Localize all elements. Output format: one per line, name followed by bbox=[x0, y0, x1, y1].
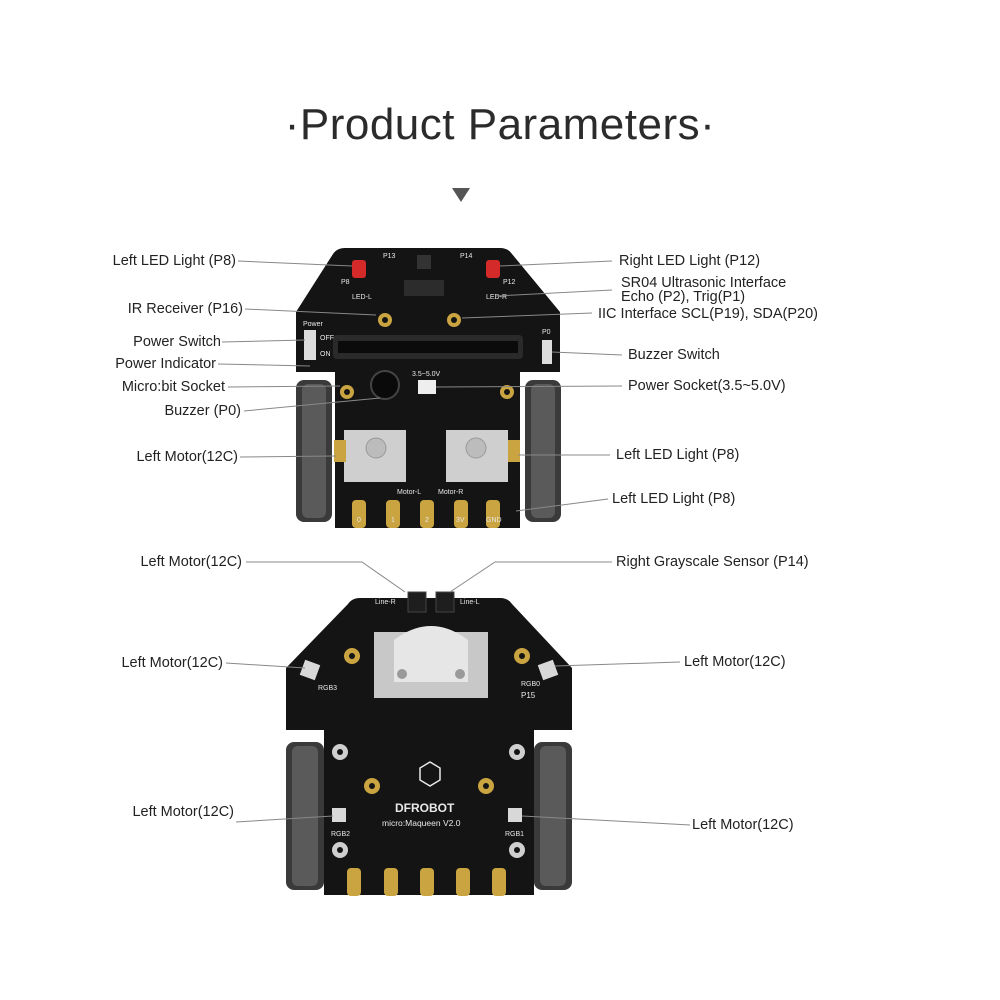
right-led bbox=[486, 260, 500, 278]
left-wheel-bottom bbox=[286, 742, 324, 890]
silk-pin0: 0 bbox=[357, 517, 361, 524]
power-switch bbox=[304, 330, 316, 360]
left-wheel-top bbox=[296, 380, 332, 522]
silk-rgb2: RGB2 bbox=[331, 831, 350, 838]
label-left-led-light-2: Left LED Light (P8) bbox=[616, 447, 740, 463]
label-left-motor-b3: Left Motor(12C) bbox=[132, 804, 234, 820]
silk-motor-r: Motor-R bbox=[438, 489, 463, 496]
label-iic-interface: IIC Interface SCL(P19), SDA(P20) bbox=[598, 306, 818, 322]
bottom-leader-lines bbox=[225, 561, 691, 826]
silk-pin3v: 3V bbox=[456, 517, 465, 524]
down-arrow-icon bbox=[452, 188, 470, 202]
silk-power: Power bbox=[303, 321, 324, 328]
buzzer-switch bbox=[542, 340, 552, 364]
label-left-motor-b2: Left Motor(12C) bbox=[121, 655, 223, 671]
label-left-motor-b4: Left Motor(12C) bbox=[684, 654, 786, 670]
label-left-motor-b5: Left Motor(12C) bbox=[692, 817, 794, 833]
silk-model: micro:Maqueen V2.0 bbox=[382, 818, 461, 828]
label-right-grayscale-sensor: Right Grayscale Sensor (P14) bbox=[616, 554, 809, 570]
page-title: ·Product Parameters· bbox=[284, 100, 716, 149]
bottom-board: Line-R Line-L RGB3 RGB0 P15 RGB2 RGB1 DF… bbox=[286, 591, 572, 896]
silk-gnd: GND bbox=[486, 517, 502, 524]
silk-led-l: LED-L bbox=[352, 294, 372, 301]
label-buzzer: Buzzer (P0) bbox=[164, 403, 241, 419]
label-ir-receiver: IR Receiver (P16) bbox=[127, 301, 243, 317]
silk-rgb0: RGB0 bbox=[521, 681, 540, 688]
silk-rgb1: RGB1 bbox=[505, 831, 524, 838]
label-power-indicator: Power Indicator bbox=[115, 356, 216, 372]
label-left-led-light-3: Left LED Light (P8) bbox=[612, 491, 736, 507]
silk-p12: P12 bbox=[503, 279, 516, 286]
label-microbit-socket: Micro:bit Socket bbox=[121, 379, 225, 395]
label-power-switch: Power Switch bbox=[133, 334, 221, 350]
top-leader-lines bbox=[217, 260, 623, 512]
power-socket bbox=[418, 380, 436, 394]
label-left-motor: Left Motor(12C) bbox=[136, 449, 238, 465]
silk-voltage: 3.5~5.0V bbox=[412, 371, 441, 378]
silk-line-l: Line-L bbox=[460, 599, 480, 606]
silk-p15: P15 bbox=[521, 691, 536, 700]
silk-p8: P8 bbox=[341, 279, 350, 286]
label-echo-trig: Echo (P2), Trig(P1) bbox=[621, 289, 746, 305]
silk-pin2: 2 bbox=[425, 517, 429, 524]
label-buzzer-switch: Buzzer Switch bbox=[628, 347, 720, 363]
silk-motor-l: Motor-L bbox=[397, 489, 421, 496]
silk-on: ON bbox=[320, 351, 331, 358]
silk-brand: DFROBOT bbox=[395, 801, 455, 815]
silk-pin1: 1 bbox=[391, 517, 395, 524]
silk-p13: P13 bbox=[383, 253, 396, 260]
bottom-pcb bbox=[286, 598, 572, 895]
dfrobot-logo bbox=[419, 761, 441, 787]
label-power-socket: Power Socket(3.5~5.0V) bbox=[628, 378, 786, 394]
silk-p14: P14 bbox=[460, 253, 473, 260]
buzzer bbox=[370, 370, 400, 400]
top-board: P8 P13 P14 P12 LED-L LED-R Power OFF ON … bbox=[296, 248, 561, 528]
left-led bbox=[352, 260, 366, 278]
silk-led-r: LED-R bbox=[486, 294, 507, 301]
label-left-led-light: Left LED Light (P8) bbox=[112, 253, 236, 269]
silk-rgb3: RGB3 bbox=[318, 685, 337, 692]
label-left-motor-b1: Left Motor(12C) bbox=[140, 554, 242, 570]
silk-p0: P0 bbox=[542, 329, 551, 336]
right-wheel-bottom bbox=[534, 742, 572, 890]
label-sr04-interface: SR04 Ultrasonic Interface bbox=[621, 275, 787, 291]
silk-line-r: Line-R bbox=[375, 599, 396, 606]
label-right-led-light: Right LED Light (P12) bbox=[619, 253, 761, 269]
silk-off: OFF bbox=[320, 335, 334, 342]
right-wheel-top bbox=[525, 380, 561, 522]
